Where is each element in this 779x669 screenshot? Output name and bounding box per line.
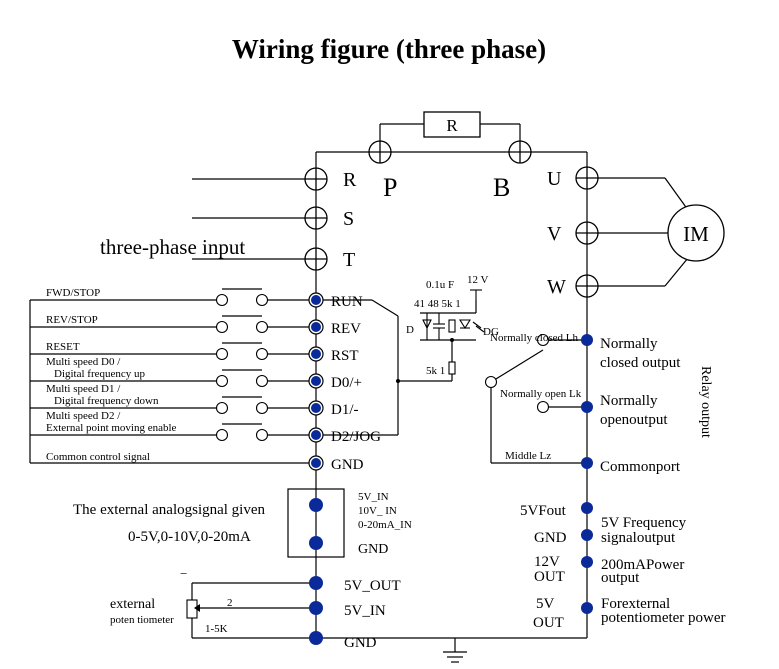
relay-nc-label: Normally closed Lh	[490, 332, 578, 344]
circuit-res-label: 5k 1	[426, 365, 445, 377]
relay-common-label: Commonport	[600, 459, 681, 475]
motor-icon	[667, 204, 725, 262]
switch-label-d0-2: Digital frequency up	[54, 368, 146, 380]
pot-supply-left-1: 5V	[536, 596, 555, 612]
pot-5vout: 5V_OUT	[344, 578, 401, 594]
analog-pin-5v: 5V_IN	[358, 491, 389, 503]
pot-ext: external	[110, 597, 155, 612]
power-right-1: 200mAPower	[601, 557, 684, 573]
switch-label-fwd: FWD/STOP	[46, 287, 100, 299]
three-phase-input-label: three-phase input	[100, 235, 245, 259]
switch-label-d1-1: Multi speed D1 /	[46, 383, 121, 395]
analog-title: The external analogsignal given	[73, 502, 266, 518]
terminal-rev-label: REV	[331, 321, 361, 337]
freq-left-1: 5VFout	[520, 503, 567, 519]
terminal-d2-label: D2/JOG	[331, 429, 381, 445]
diagram-title: Wiring figure (three phase)	[232, 34, 546, 64]
circuit-supply-label: 12 V	[467, 274, 489, 286]
pot-supply-right-2: potentiometer power	[601, 610, 726, 626]
analog-pin-20ma: 0-20mA_IN	[358, 519, 412, 531]
terminal-run-label: RUN	[331, 294, 363, 310]
terminal-d0-label: D0/+	[331, 375, 362, 391]
terminal-gnd-label: GND	[331, 457, 364, 473]
wires	[29, 123, 689, 652]
circuit-led-label: DG	[483, 326, 499, 338]
terminal-d1-label: D1/-	[331, 402, 359, 418]
freq-right-2: signaloutput	[601, 530, 676, 546]
terminal-rst-label: RST	[331, 348, 359, 364]
freq-right-1: 5V Frequency	[601, 515, 687, 531]
switch-label-d0-1: Multi speed D0 /	[46, 356, 121, 368]
relay-out-no-1: Normally	[600, 393, 658, 409]
terminal-r-label: R	[343, 169, 357, 191]
relay-out-nc-2: closed output	[600, 355, 681, 371]
circuit-cap-label: 0.1u F	[426, 279, 454, 291]
switch-label-d2-1: Multi speed D2 /	[46, 410, 121, 422]
power-left-2: OUT	[534, 569, 565, 585]
terminal-t-label: T	[343, 249, 355, 271]
relay-no-label: Normally open Lk	[500, 388, 582, 400]
freq-left-2: GND	[534, 530, 567, 546]
pot-supply-right-1: Forexternal	[601, 596, 670, 612]
relay-output-vertical: Relay output	[698, 366, 713, 438]
switch-label-d1-2: Digital frequency down	[54, 395, 159, 407]
terminal-b-label: B	[493, 173, 510, 202]
circuit-parts-label: 41 48 5k 1	[414, 298, 461, 310]
pot-supply-left-2: OUT	[533, 615, 564, 631]
relay-out-no-2: openoutput	[600, 412, 668, 428]
terminal-w-label: W	[547, 276, 566, 298]
resistor-label: R	[446, 116, 458, 135]
analog-gnd: GND	[358, 542, 388, 557]
power-left-1: 12V	[534, 554, 560, 570]
terminal-u-label: U	[547, 168, 562, 190]
terminal-p-label: P	[383, 173, 397, 202]
pot-minus: −	[180, 566, 187, 581]
power-right-2: output	[601, 570, 640, 586]
analog-pin-10v: 10V_ IN	[358, 505, 397, 517]
circuit-diode-label: D	[406, 324, 414, 336]
analog-range: 0-5V,0-10V,0-20mA	[128, 529, 251, 545]
terminal-s-label: S	[343, 208, 354, 230]
pot-5vin: 5V_IN	[344, 603, 386, 619]
terminal-v-label: V	[547, 223, 562, 245]
switch-label-d2-2: External point moving enable	[46, 422, 177, 434]
opto-circuit	[422, 289, 485, 375]
switch-label-rev: REV/STOP	[46, 314, 98, 326]
switch-label-common: Common control signal	[46, 451, 150, 463]
relay-out-nc-1: Normally	[600, 336, 658, 352]
motor-label: IM	[683, 222, 709, 246]
switch-label-reset: RESET	[46, 341, 80, 353]
ground-icon	[443, 651, 467, 663]
pot-value: 1-5K	[205, 623, 228, 635]
pot-name: poten tiometer	[110, 614, 174, 626]
pot-gnd: GND	[344, 635, 377, 651]
pot-pin2: 2	[227, 597, 233, 609]
relay-middle-label: Middle Lz	[505, 450, 551, 462]
